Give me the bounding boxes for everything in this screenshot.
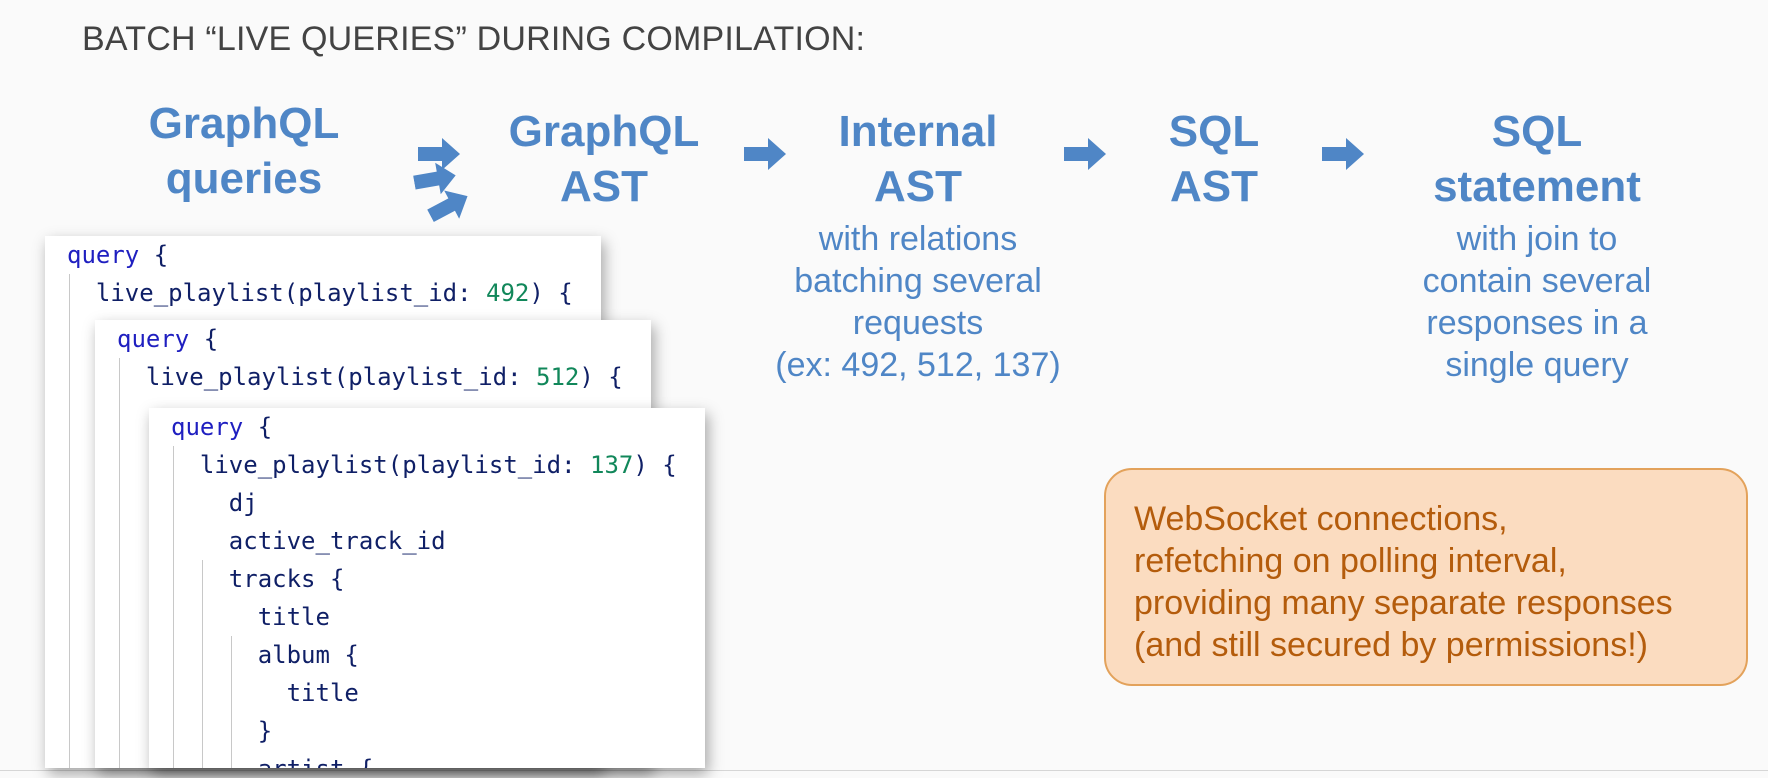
code-text: { bbox=[189, 325, 219, 353]
stage-sql-ast: SQL AST bbox=[1134, 104, 1294, 214]
stage-graphql-ast: GraphQL AST bbox=[504, 104, 704, 214]
slide-title: BATCH “LIVE QUERIES” DURING COMPILATION: bbox=[82, 20, 866, 58]
stage-description: with join to contain several responses in … bbox=[1382, 218, 1692, 386]
indent-guide bbox=[69, 274, 70, 768]
query-card-137: query { live_playlist(playlist_id: 137) … bbox=[149, 408, 705, 768]
code-text: live_playlist(playlist_id: bbox=[67, 279, 487, 307]
stage-name-line: queries bbox=[165, 154, 323, 203]
code-text: artist { bbox=[171, 755, 374, 768]
code-number: 492 bbox=[486, 279, 530, 307]
stage-sql-statement: SQL statement with join to contain several… bbox=[1382, 104, 1692, 386]
websocket-note-box: WebSocket connections, refetching on poll… bbox=[1104, 468, 1748, 686]
stage-name: SQL statement bbox=[1382, 104, 1692, 214]
code-line: live_playlist(playlist_id: 137) { bbox=[171, 446, 677, 484]
slide-bottom-border bbox=[0, 770, 1768, 771]
right-arrow-icon bbox=[423, 182, 475, 230]
code-line: tracks { bbox=[171, 560, 345, 598]
code-line: query { bbox=[67, 236, 168, 274]
stage-name-line: SQL bbox=[1168, 107, 1260, 156]
code-text: live_playlist(playlist_id: bbox=[171, 451, 591, 479]
stage-name-line: Internal bbox=[838, 107, 998, 156]
code-text: ) { bbox=[529, 279, 573, 307]
code-keyword: query bbox=[117, 325, 190, 353]
code-text: album { bbox=[171, 641, 359, 669]
right-arrow-icon bbox=[1064, 138, 1106, 170]
code-line: live_playlist(playlist_id: 492) { bbox=[67, 274, 573, 312]
stage-description-line: responses in a bbox=[1426, 304, 1648, 342]
right-arrow-icon bbox=[744, 138, 786, 170]
indent-guide bbox=[230, 636, 232, 768]
stage-description-line: requests bbox=[852, 304, 984, 342]
code-text: ) { bbox=[579, 363, 623, 391]
code-line: title bbox=[171, 674, 359, 712]
stage-name: GraphQL queries bbox=[144, 96, 344, 206]
indent-guide bbox=[201, 560, 203, 768]
right-arrow-icon bbox=[418, 138, 460, 170]
note-line: refetching on polling interval, bbox=[1134, 542, 1567, 580]
stage-description-line: with join to bbox=[1456, 220, 1618, 258]
stage-description-line: batching several bbox=[794, 262, 1042, 300]
stage-name-line: GraphQL bbox=[148, 99, 340, 148]
stage-name: GraphQL AST bbox=[504, 104, 704, 214]
right-arrow-icon bbox=[412, 160, 459, 199]
stage-name: SQL AST bbox=[1134, 104, 1294, 214]
stage-description-line: with relations bbox=[818, 220, 1018, 258]
stage-name-line: SQL bbox=[1491, 107, 1583, 156]
code-text: active_track_id bbox=[171, 527, 446, 555]
note-line: (and still secured by permissions!) bbox=[1134, 626, 1648, 664]
stage-name-line: AST bbox=[1170, 162, 1258, 211]
code-text: live_playlist(playlist_id: bbox=[117, 363, 537, 391]
code-number: 512 bbox=[536, 363, 580, 391]
code-text: { bbox=[139, 241, 169, 269]
stage-name-line: GraphQL bbox=[508, 107, 700, 156]
code-line: title bbox=[171, 598, 330, 636]
code-line: album { bbox=[171, 636, 359, 674]
code-line: } bbox=[171, 712, 272, 750]
code-text: tracks { bbox=[171, 565, 345, 593]
code-line: query { bbox=[117, 320, 218, 358]
code-keyword: query bbox=[67, 241, 140, 269]
stage-name-line: statement bbox=[1433, 162, 1641, 211]
code-text: dj bbox=[171, 489, 258, 517]
code-text: { bbox=[243, 413, 273, 441]
code-line: active_track_id bbox=[171, 522, 446, 560]
code-line: dj bbox=[171, 484, 258, 522]
note-line: providing many separate responses bbox=[1134, 584, 1673, 622]
indent-guide bbox=[119, 358, 120, 768]
code-text: title bbox=[171, 679, 359, 707]
stage-name-line: AST bbox=[560, 162, 648, 211]
right-arrow-icon bbox=[1322, 138, 1364, 170]
stage-description-line: (ex: 492, 512, 137) bbox=[775, 346, 1061, 384]
code-line: live_playlist(playlist_id: 512) { bbox=[117, 358, 623, 396]
stage-graphql-queries: GraphQL queries bbox=[144, 96, 344, 206]
note-line: WebSocket connections, bbox=[1134, 500, 1508, 538]
code-text: } bbox=[171, 717, 273, 745]
code-number: 137 bbox=[590, 451, 634, 479]
stage-name-line: AST bbox=[874, 162, 962, 211]
stage-description-line: single query bbox=[1445, 346, 1629, 384]
code-line: query { bbox=[171, 408, 272, 446]
stage-description-line: contain several bbox=[1422, 262, 1652, 300]
code-text: ) { bbox=[633, 451, 677, 479]
stage-description: with relations batching several requests (e… bbox=[758, 218, 1078, 386]
indent-guide bbox=[173, 446, 174, 768]
code-keyword: query bbox=[171, 413, 244, 441]
code-line: artist { bbox=[171, 750, 374, 768]
code-text: title bbox=[171, 603, 330, 631]
